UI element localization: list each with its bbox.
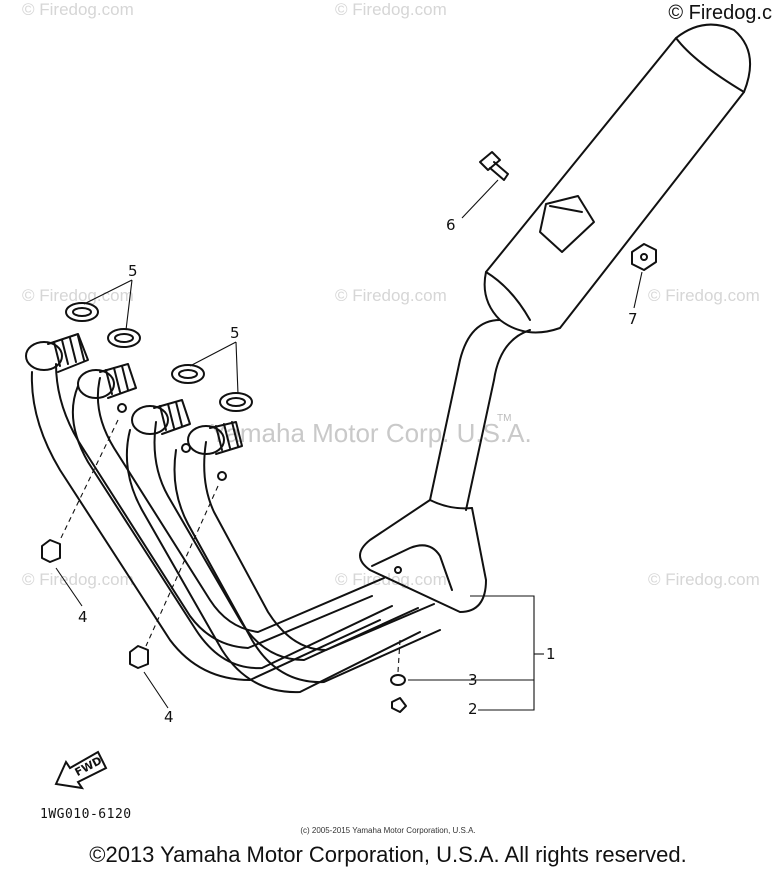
- nut-7: [631, 243, 657, 271]
- callout-2: 2: [468, 700, 478, 718]
- watermark: © Firedog.com: [22, 570, 134, 589]
- bolt-2: [391, 697, 407, 713]
- flange-2: [77, 363, 137, 413]
- muffler: [483, 23, 751, 334]
- washer-3: [390, 674, 406, 686]
- bolt-6: [479, 151, 509, 181]
- trademark-watermark: TM: [497, 413, 512, 424]
- fwd-arrow-icon: [54, 750, 108, 790]
- flange-4: [187, 421, 243, 481]
- flange-1: [25, 333, 89, 373]
- watermark: © Firedog.com: [335, 0, 447, 19]
- nuts-4: [41, 539, 149, 669]
- flange-3: [131, 399, 191, 453]
- callout-3: 3: [468, 671, 478, 689]
- callout-4-upper: 4: [78, 608, 88, 626]
- collector: [359, 499, 487, 613]
- callout-5-left: 5: [128, 262, 138, 280]
- callout-7: 7: [628, 310, 638, 328]
- copyright-notice: ©2013 Yamaha Motor Corporation, U.S.A. A…: [89, 842, 687, 867]
- watermark: © Firedog.com: [335, 286, 447, 305]
- watermark: © Firedog.com: [648, 570, 760, 589]
- header-pipes: [30, 363, 441, 694]
- watermark: © Firedog.com: [22, 286, 134, 305]
- small-copyright: (c) 2005-2015 Yamaha Motor Corporation, …: [300, 826, 476, 835]
- watermark: © Firedog.com: [22, 0, 134, 19]
- watermark: © Firedog.com: [648, 286, 760, 305]
- center-watermark: Yamaha Motor Corp. U.S.A.: [210, 418, 532, 448]
- callout-5-right: 5: [230, 324, 240, 342]
- callout-4-lower: 4: [164, 708, 174, 726]
- callout-6: 6: [446, 216, 456, 234]
- part-code: 1WG010-6120: [40, 807, 132, 822]
- corner-watermark: © Firedog.c: [668, 2, 772, 24]
- gaskets-5: [65, 302, 253, 412]
- callout-1: 1: [546, 645, 556, 663]
- connecting-pipe: [429, 319, 531, 511]
